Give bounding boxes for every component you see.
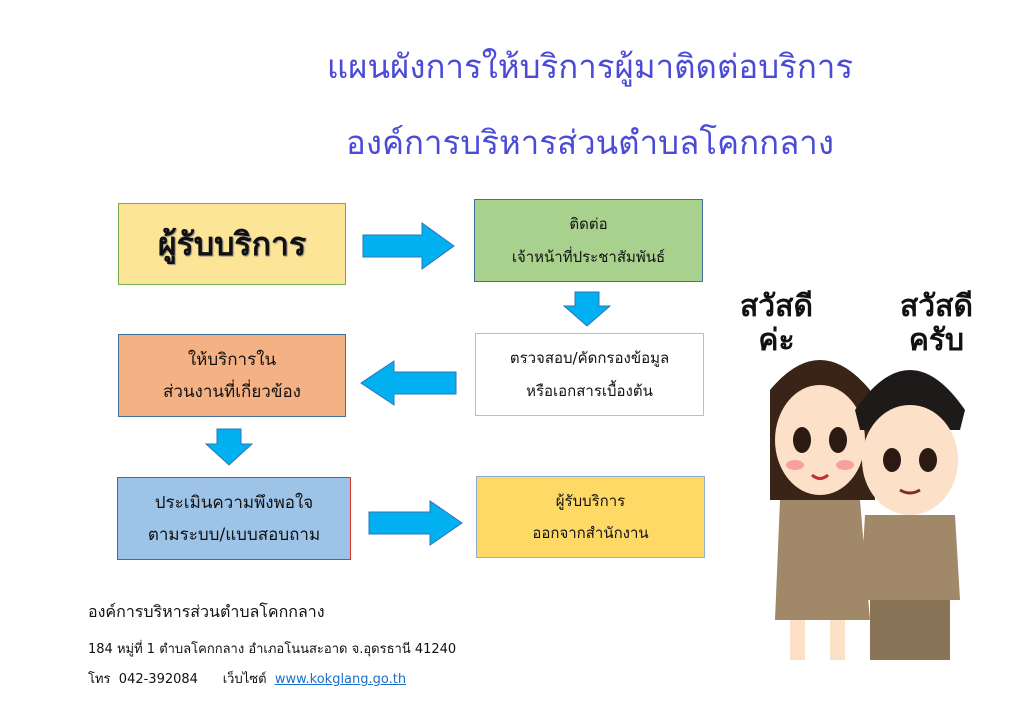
step-check-documents: ตรวจสอบ/คัดกรองข้อมูล หรือเอกสารเบื้องต้… <box>475 333 704 416</box>
male-official-figure <box>855 370 965 660</box>
step-label: ตรวจสอบ/คัดกรองข้อมูล <box>509 349 670 368</box>
footer-web-label: เว็บไซต์ <box>222 672 267 687</box>
step-label: เจ้าหน้าที่ประชาสัมพันธ์ <box>511 247 666 266</box>
female-official-figure <box>770 360 875 660</box>
greeting-male: สวัสดีครับ <box>900 289 973 358</box>
footer-org-name: องค์การบริหารส่วนตำบลโคกกลาง <box>88 602 325 621</box>
arrow-right-icon <box>362 222 455 270</box>
arrow-down-icon <box>563 291 611 327</box>
step-label: ผู้รับบริการ <box>157 224 307 263</box>
step-label: ออกจากสำนักงาน <box>532 524 649 542</box>
greeting-female: สวัสดีค่ะ <box>740 289 813 358</box>
cartoon-officials-illustration <box>770 360 965 660</box>
footer-phone: โทร 042-392084 <box>88 672 198 687</box>
arrow-right-icon <box>368 500 463 546</box>
step-label: ติดต่อ <box>569 215 608 234</box>
footer-address: 184 หมู่ที่ 1 ตำบลโคกกลาง อำเภอโนนสะอาด … <box>88 642 457 657</box>
step-satisfaction-survey: ประเมินความพึงพอใจ ตามระบบ/แบบสอบถาม <box>117 477 351 560</box>
step-provide-service: ให้บริการใน ส่วนงานที่เกี่ยวข้อง <box>118 334 346 417</box>
website-link[interactable]: www.kokglang.go.th <box>274 672 407 687</box>
step-leave-office: ผู้รับบริการ ออกจากสำนักงาน <box>476 476 705 558</box>
step-label: ผู้รับบริการ <box>555 492 626 510</box>
arrow-down-icon <box>205 428 253 466</box>
arrow-left-icon <box>360 360 457 406</box>
step-contact-pr: ติดต่อ เจ้าหน้าที่ประชาสัมพันธ์ <box>474 199 703 282</box>
footer-contact: โทร 042-392084 เว็บไซต์ www.kokglang.go.… <box>88 668 406 689</box>
title-line2: องค์การบริหารส่วนตำบลโคกกลาง <box>346 123 834 162</box>
step-label: ประเมินความพึงพอใจ <box>154 492 314 513</box>
step-service-recipient: ผู้รับบริการ <box>118 203 346 285</box>
step-label: ตามระบบ/แบบสอบถาม <box>147 525 321 546</box>
step-label: ให้บริการใน <box>187 349 277 370</box>
step-label: หรือเอกสารเบื้องต้น <box>526 381 653 400</box>
step-label: ส่วนงานที่เกี่ยวข้อง <box>163 382 301 403</box>
title-line1: แผนผังการให้บริการผู้มาติดต่อบริการ <box>326 47 854 86</box>
